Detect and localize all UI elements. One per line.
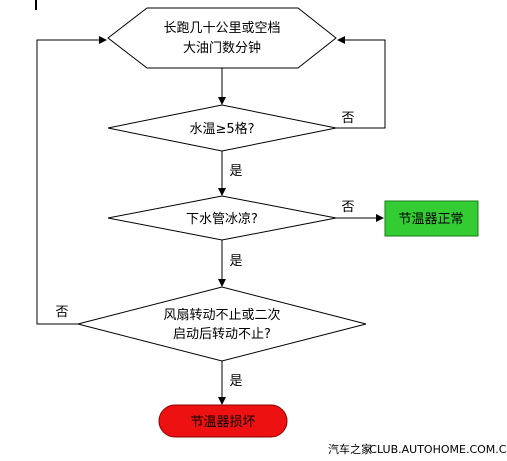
fan-yes-label: 是 (229, 374, 242, 389)
water-temp-text: 水温≥5格? (189, 121, 254, 137)
fan-text-line2: 启动后转动不止? (173, 327, 271, 342)
start-hexagon (107, 7, 337, 69)
fan-no-label: 否 (55, 305, 68, 320)
thermostat-ok-box (384, 200, 479, 237)
arrow-watertemp-no-loop (336, 36, 386, 129)
thermostat-ok-text: 节温器正常 (398, 212, 463, 227)
lower-pipe-yes-label: 是 (229, 254, 242, 269)
thermostat-bad-terminator (158, 404, 288, 438)
start-text-line1: 长跑几十公里或空档 (163, 21, 280, 36)
water-temp-yes-label: 是 (229, 164, 242, 179)
fan-diamond (77, 286, 367, 362)
thermostat-bad-text: 节温器损坏 (190, 415, 255, 430)
footer-brand: 汽车之家 (328, 442, 372, 456)
fan-text-line1: 风扇转动不止或二次 (163, 307, 280, 323)
lower-pipe-no-label: 否 (341, 200, 354, 215)
footer-url: CLUB.AUTOHOME.COM.CN (369, 443, 507, 456)
arrow-fan-no-loop (36, 36, 107, 325)
start-text-line2: 大油门数分钟 (183, 40, 261, 56)
lower-pipe-text: 下水管冰凉? (186, 212, 258, 227)
water-temp-no-label: 否 (341, 111, 354, 126)
